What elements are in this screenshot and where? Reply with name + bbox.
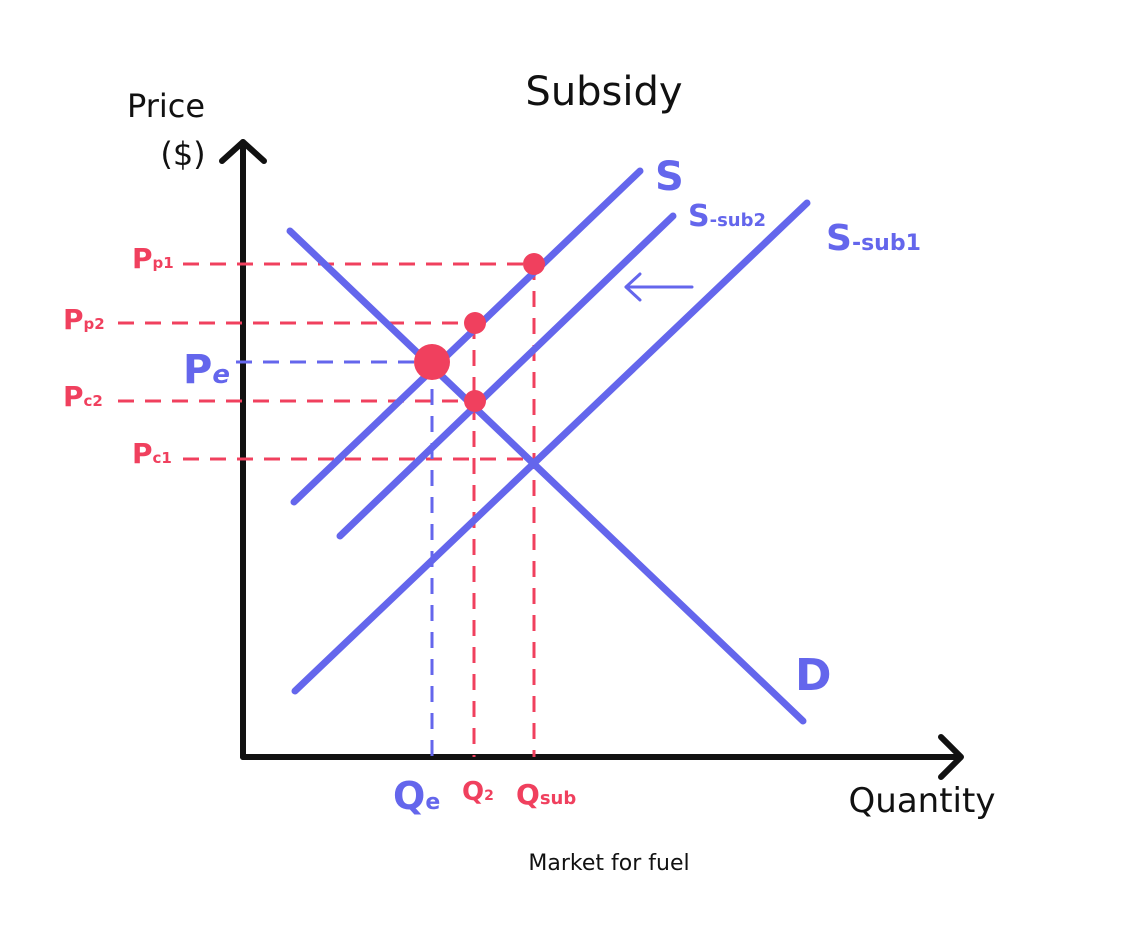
pp2-label-main: P: [63, 303, 84, 336]
supply-label: S: [655, 154, 684, 200]
pe-label-main: P: [183, 347, 212, 393]
shift-arrow: [624, 272, 694, 302]
price-guides: [118, 262, 536, 757]
qsub-label: Qsub: [516, 778, 576, 811]
pp2-label-sub: p2: [84, 315, 105, 333]
demand-curve: [286, 227, 807, 725]
demand-label: D: [795, 650, 832, 701]
supply-sub2-label: S-sub2: [688, 199, 766, 234]
y-axis-label-unit: ($): [160, 135, 205, 173]
equilibrium-marker: [414, 344, 450, 380]
pc1-label-main: P: [132, 437, 153, 470]
pp1-label: Pp1: [132, 242, 174, 275]
pp1-marker: [523, 253, 545, 275]
supply-curve: [290, 167, 644, 506]
supply-sub2-curve: [336, 212, 677, 540]
pp1-label-main: P: [132, 242, 153, 275]
pc2-label: Pc2: [63, 380, 103, 413]
supply-sub1-label-main: S: [826, 218, 852, 259]
q2-label: Q2: [462, 777, 494, 807]
supply-sub1-label-sub: -sub1: [852, 231, 921, 256]
diagram-caption: Market for fuel: [528, 851, 689, 876]
pc2-label-main: P: [63, 380, 84, 413]
pp2-label: Pp2: [63, 303, 105, 336]
pp2-marker: [464, 312, 486, 334]
qsub-label-sub: sub: [540, 788, 577, 809]
pc1-label: Pc1: [132, 437, 172, 470]
curves: [286, 167, 811, 725]
pe-label-sub: e: [212, 360, 230, 390]
shift-arrow-head: [624, 272, 642, 302]
qsub-label-main: Q: [516, 778, 540, 811]
pe-label: Pe: [183, 347, 230, 393]
supply-sub1-curve: [291, 199, 811, 695]
pp1-label-sub: p1: [153, 254, 174, 272]
q2-label-sub: 2: [484, 788, 494, 804]
supply-sub1-label: S-sub1: [826, 218, 921, 259]
axes: [219, 139, 964, 780]
qe-label: Qe: [393, 774, 440, 818]
markers: [414, 253, 545, 412]
qe-label-main: Q: [393, 774, 425, 818]
q2-label-main: Q: [462, 777, 484, 807]
x-axis-label: Quantity: [849, 781, 996, 821]
supply-sub2-label-main: S: [688, 199, 710, 234]
pc2-marker: [464, 390, 486, 412]
pc1-label-sub: c1: [153, 449, 172, 467]
equilibrium-guides: [236, 360, 434, 757]
diagram-title: Subsidy: [525, 69, 682, 115]
qe-label-sub: e: [425, 790, 440, 815]
x-axis-arrowhead: [938, 734, 964, 780]
supply-sub2-label-sub: -sub2: [710, 210, 766, 231]
y-axis-arrowhead: [219, 139, 267, 164]
pc2-label-sub: c2: [84, 392, 103, 410]
y-axis-label-price: Price: [127, 87, 205, 125]
